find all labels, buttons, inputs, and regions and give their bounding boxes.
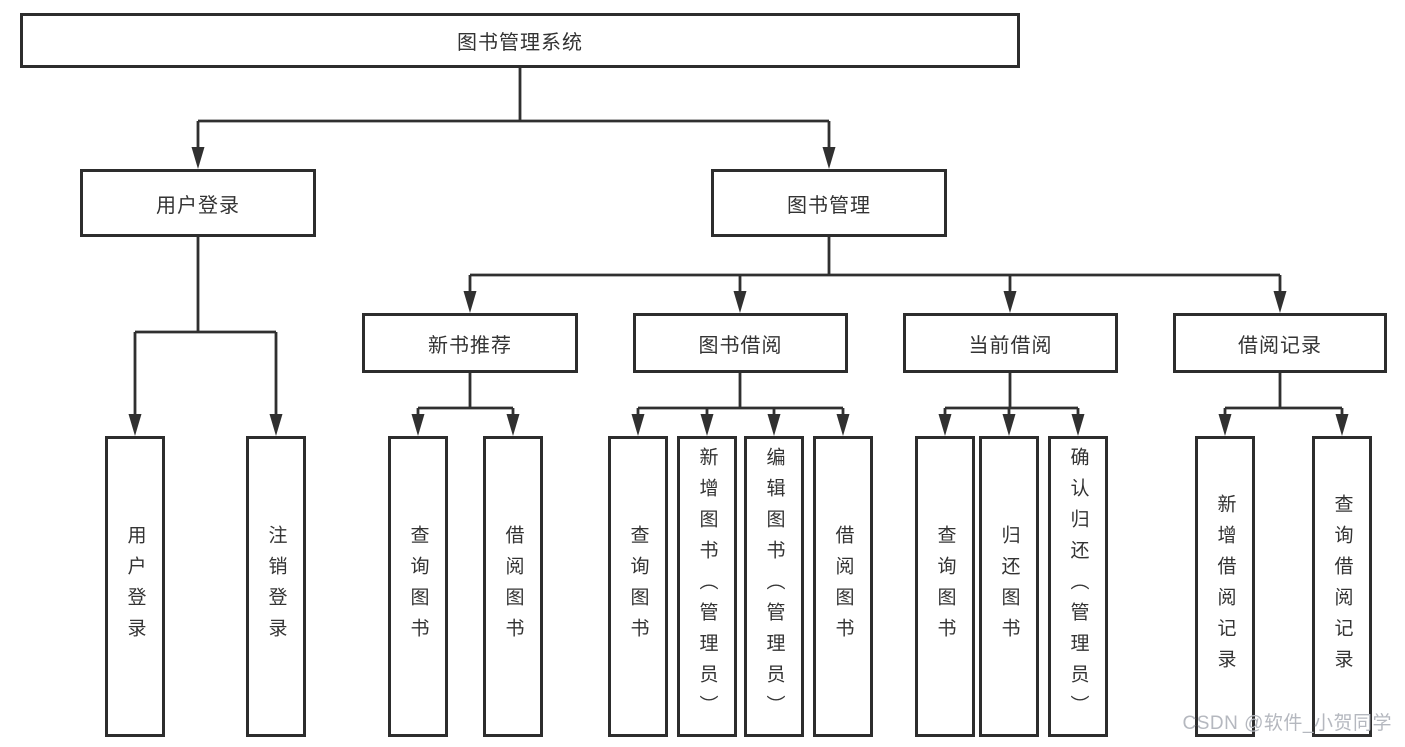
leaf-query-books-newbook: 查询图书 <box>388 436 448 737</box>
leaf-add-borrow-record-label: 新增借阅记录 <box>1214 493 1236 680</box>
arrowhead-icon <box>1002 414 1016 436</box>
connector-path-new-book <box>416 373 515 417</box>
leaf-add-book-admin: 新增图书（管理员） <box>677 436 737 737</box>
branch-book-borrow <box>631 373 850 436</box>
arrowhead-icon <box>1335 414 1349 436</box>
node-book-borrow: 图书借阅 <box>633 313 848 373</box>
csdn-watermark: CSDN @软件_小贺同学 <box>1182 713 1392 734</box>
connector-path-user-login <box>133 237 278 417</box>
connector-path-book-borrow <box>636 373 845 417</box>
arrowhead-icon <box>1003 291 1017 313</box>
arrowhead-icon <box>1273 291 1287 313</box>
arrowhead-icon <box>506 414 520 436</box>
connector-path-book-management <box>468 237 1282 293</box>
branch-root <box>191 68 836 169</box>
branch-current-borrow <box>938 373 1085 436</box>
arrowhead-icon <box>191 147 205 169</box>
leaf-borrow-books-borrow-label: 借阅图书 <box>832 524 854 649</box>
arrowhead-icon <box>733 291 747 313</box>
arrowhead-icon <box>836 414 850 436</box>
leaf-query-books-current-label: 查询图书 <box>934 524 956 649</box>
leaf-return-book: 归还图书 <box>979 436 1039 737</box>
arrowhead-icon <box>269 414 283 436</box>
leaf-query-borrow-record-label: 查询借阅记录 <box>1331 493 1353 680</box>
leaf-add-book-admin-label: 新增图书（管理员） <box>696 447 718 726</box>
leaf-query-books-borrow-label: 查询图书 <box>627 524 649 649</box>
branch-new-book <box>411 373 520 436</box>
arrowhead-icon <box>128 414 142 436</box>
connector-path-root <box>196 68 831 149</box>
leaf-edit-book-admin-label: 编辑图书（管理员） <box>763 447 785 726</box>
branch-borrow-records <box>1218 373 1349 436</box>
leaf-logout: 注销登录 <box>246 436 306 737</box>
leaf-query-books-borrow: 查询图书 <box>608 436 668 737</box>
leaf-borrow-books-newbook: 借阅图书 <box>483 436 543 737</box>
arrowhead-icon <box>631 414 645 436</box>
leaf-logout-label: 注销登录 <box>265 524 287 649</box>
connector-path-borrow-records <box>1223 373 1344 417</box>
node-current-borrow: 当前借阅 <box>903 313 1118 373</box>
node-library-system: 图书管理系统 <box>20 13 1020 68</box>
leaf-return-book-label: 归还图书 <box>998 524 1020 649</box>
arrowhead-icon <box>1218 414 1232 436</box>
leaf-user-login-label: 用户登录 <box>124 524 146 649</box>
arrowhead-icon <box>700 414 714 436</box>
arrowhead-icon <box>463 291 477 313</box>
arrowhead-icon <box>938 414 952 436</box>
leaf-borrow-books-borrow: 借阅图书 <box>813 436 873 737</box>
arrowhead-icon <box>822 147 836 169</box>
arrowhead-icon <box>1071 414 1085 436</box>
leaf-query-books-current: 查询图书 <box>915 436 975 737</box>
arrowhead-icon <box>767 414 781 436</box>
node-user-login: 用户登录 <box>80 169 316 237</box>
node-book-management: 图书管理 <box>711 169 947 237</box>
arrowhead-icon <box>411 414 425 436</box>
leaf-add-borrow-record: 新增借阅记录 <box>1195 436 1255 737</box>
node-new-book-recommend: 新书推荐 <box>362 313 578 373</box>
leaf-user-login: 用户登录 <box>105 436 165 737</box>
branch-user-login <box>128 237 283 436</box>
leaf-query-borrow-record: 查询借阅记录 <box>1312 436 1372 737</box>
leaf-confirm-return-admin-label: 确认归还（管理员） <box>1067 447 1089 726</box>
node-borrow-records: 借阅记录 <box>1173 313 1387 373</box>
leaf-confirm-return-admin: 确认归还（管理员） <box>1048 436 1108 737</box>
branch-book-management <box>463 237 1287 313</box>
leaf-borrow-books-newbook-label: 借阅图书 <box>502 524 524 649</box>
connector-path-current-borrow <box>943 373 1080 417</box>
leaf-edit-book-admin: 编辑图书（管理员） <box>744 436 804 737</box>
leaf-query-books-newbook-label: 查询图书 <box>407 524 429 649</box>
